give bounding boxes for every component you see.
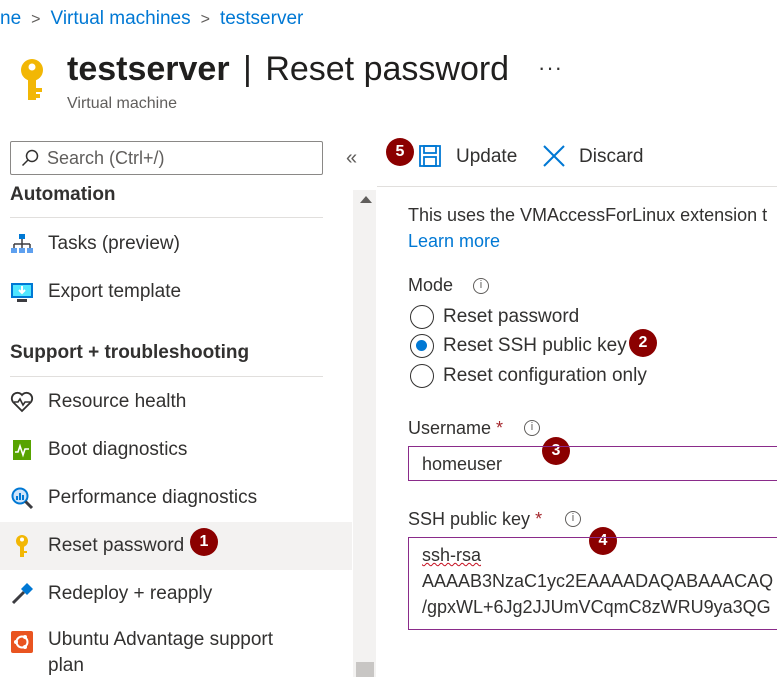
radio-reset-configuration[interactable] xyxy=(410,364,434,388)
required-asterisk: * xyxy=(535,509,543,529)
info-icon[interactable]: i xyxy=(473,278,489,294)
ssh-key-line: AAAAB3NzaC1yc2EAAAADAQABAAACAQ xyxy=(422,571,774,591)
sidebar-item-ubuntu-advantage[interactable]: Ubuntu Advantage support plan xyxy=(0,618,352,677)
sidebar-item-label: Performance diagnostics xyxy=(48,487,258,508)
scroll-up-arrow-icon[interactable] xyxy=(360,196,372,203)
ssh-public-key-textarea[interactable]: ssh-rsa AAAAB3NzaC1yc2EAAAADAQABAAACAQ /… xyxy=(408,537,777,630)
blade-name: Reset password xyxy=(265,50,510,88)
sidebar-item-resource-health[interactable]: Resource health xyxy=(0,378,352,426)
radio-reset-ssh-key[interactable] xyxy=(410,334,434,358)
scrollbar-thumb[interactable] xyxy=(356,662,374,677)
search-input[interactable]: Search (Ctrl+/) xyxy=(10,141,323,175)
sidebar-item-label: Redeploy + reapply xyxy=(48,583,213,604)
radio-label-reset-ssh-key[interactable]: Reset SSH public key xyxy=(443,335,627,356)
resource-name: testserver xyxy=(67,50,230,88)
update-label: Update xyxy=(456,146,518,167)
ssh-key-label: SSH public key * xyxy=(408,509,542,530)
sidebar-item-label-line2: plan xyxy=(48,655,84,676)
heart-pulse-icon xyxy=(10,391,34,413)
sidebar-item-reset-password[interactable]: Reset password xyxy=(0,522,352,570)
sidebar-item-performance-diagnostics[interactable]: Performance diagnostics xyxy=(0,474,352,522)
ssh-key-line: /gpxWL+6Jg2JJUmVCqmC8zWRU9ya3QG xyxy=(422,597,771,617)
breadcrumb-testserver-link[interactable]: testserver xyxy=(219,8,304,29)
radio-label-reset-configuration[interactable]: Reset configuration only xyxy=(443,365,647,386)
sidebar-item-label: Tasks (preview) xyxy=(48,233,180,254)
search-placeholder: Search (Ctrl+/) xyxy=(47,148,165,168)
sidebar-item-tasks[interactable]: Tasks (preview) xyxy=(0,220,352,268)
sidebar-item-redeploy-reapply[interactable]: Redeploy + reapply xyxy=(0,570,352,618)
breadcrumb-virtual-machines-link[interactable]: Virtual machines xyxy=(50,8,191,29)
username-field[interactable]: homeuser xyxy=(408,446,777,481)
sidebar-scrollbar[interactable] xyxy=(353,190,376,677)
hammer-icon xyxy=(11,583,33,605)
radio-label-reset-password[interactable]: Reset password xyxy=(443,306,580,327)
annotation-badge: 4 xyxy=(589,527,617,555)
boot-diagnostics-icon xyxy=(13,440,31,460)
sidebar-item-label: Boot diagnostics xyxy=(48,439,188,460)
key-icon xyxy=(21,59,43,100)
sidebar-item-label: Resource health xyxy=(48,391,187,412)
chevron-right-icon: > xyxy=(200,11,210,28)
sidebar-item-label: Export template xyxy=(48,281,182,302)
collapse-sidebar-button[interactable]: « xyxy=(346,147,358,169)
more-options-button[interactable]: ··· xyxy=(538,55,563,80)
breadcrumb-home-link[interactable]: ne xyxy=(0,8,22,29)
section-title-automation: Automation xyxy=(10,184,116,205)
annotation-badge: 5 xyxy=(386,138,414,166)
search-icon xyxy=(21,149,39,167)
extension-info-text: This uses the VMAccessForLinux extension… xyxy=(408,205,768,225)
ssh-key-label-text: SSH public key xyxy=(408,509,531,529)
ssh-key-line: ssh-rsa xyxy=(422,545,482,565)
sidebar-item-label: Reset password xyxy=(48,535,185,556)
page-subtitle: Virtual machine xyxy=(67,95,177,112)
divider xyxy=(10,217,323,218)
discard-label: Discard xyxy=(579,146,644,167)
export-template-icon xyxy=(11,283,33,302)
save-icon xyxy=(419,145,441,167)
key-icon xyxy=(16,535,28,557)
breadcrumb: ne > Virtual machines > testserver xyxy=(0,8,303,30)
section-title-support: Support + troubleshooting xyxy=(10,342,250,363)
mode-label: Mode xyxy=(408,275,454,295)
tasks-icon xyxy=(11,234,33,253)
info-icon[interactable]: i xyxy=(565,511,581,527)
chevron-right-icon: > xyxy=(31,11,41,28)
radio-reset-password[interactable] xyxy=(410,305,434,329)
learn-more-link[interactable]: Learn more xyxy=(408,231,501,251)
ubuntu-icon xyxy=(11,631,33,653)
divider xyxy=(10,376,323,377)
annotation-badge: 3 xyxy=(542,437,570,465)
sidebar-item-label: Ubuntu Advantage support xyxy=(48,629,274,650)
toolbar-divider xyxy=(377,186,777,187)
required-asterisk: * xyxy=(496,418,504,438)
username-value: homeuser xyxy=(422,454,503,474)
annotation-badge: 1 xyxy=(190,528,218,556)
username-label: Username * xyxy=(408,418,503,439)
title-separator: | xyxy=(243,50,252,88)
sidebar-item-export-template[interactable]: Export template xyxy=(0,268,352,316)
info-icon[interactable]: i xyxy=(524,420,540,436)
username-label-text: Username xyxy=(408,418,492,438)
page-title: testserver | Reset password xyxy=(67,50,509,89)
sidebar-item-boot-diagnostics[interactable]: Boot diagnostics xyxy=(0,426,352,474)
close-icon xyxy=(543,145,565,167)
annotation-badge: 2 xyxy=(629,329,657,357)
performance-diagnostics-icon xyxy=(11,487,34,510)
